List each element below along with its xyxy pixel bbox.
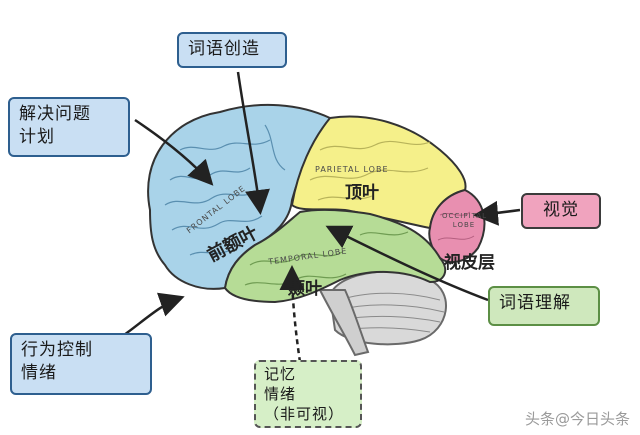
arrow-word-creation (236, 71, 270, 215)
arrow-vision (473, 200, 521, 226)
brainstem-shape (318, 289, 370, 357)
occipital-lobe-en-label: OCCIPITAL LOBE (442, 212, 488, 229)
temporal-lobe-label: 颞叶 (288, 279, 322, 299)
memory-callout: 记忆 情绪 （非可视） (254, 360, 362, 428)
parietal-lobe-en-label: PARIETAL LOBE (315, 165, 389, 174)
arrow-memory (279, 265, 305, 363)
arrow-behavior-control (119, 292, 185, 340)
arrow-word-understanding (325, 225, 489, 302)
behavior-control-callout: 行为控制 情绪 (10, 333, 152, 395)
problem-solving-callout: 解决问题 计划 (8, 97, 130, 157)
watermark: 头条@今日头条 (524, 410, 630, 428)
word-understanding-callout: 词语理解 (488, 286, 600, 326)
vision-callout: 视觉 (521, 193, 601, 229)
visual-cortex-label: 视皮层 (444, 253, 495, 273)
word-creation-callout: 词语创造 (177, 32, 287, 68)
arrow-problem-solving (134, 118, 214, 186)
parietal-lobe-label: 顶叶 (345, 183, 379, 203)
